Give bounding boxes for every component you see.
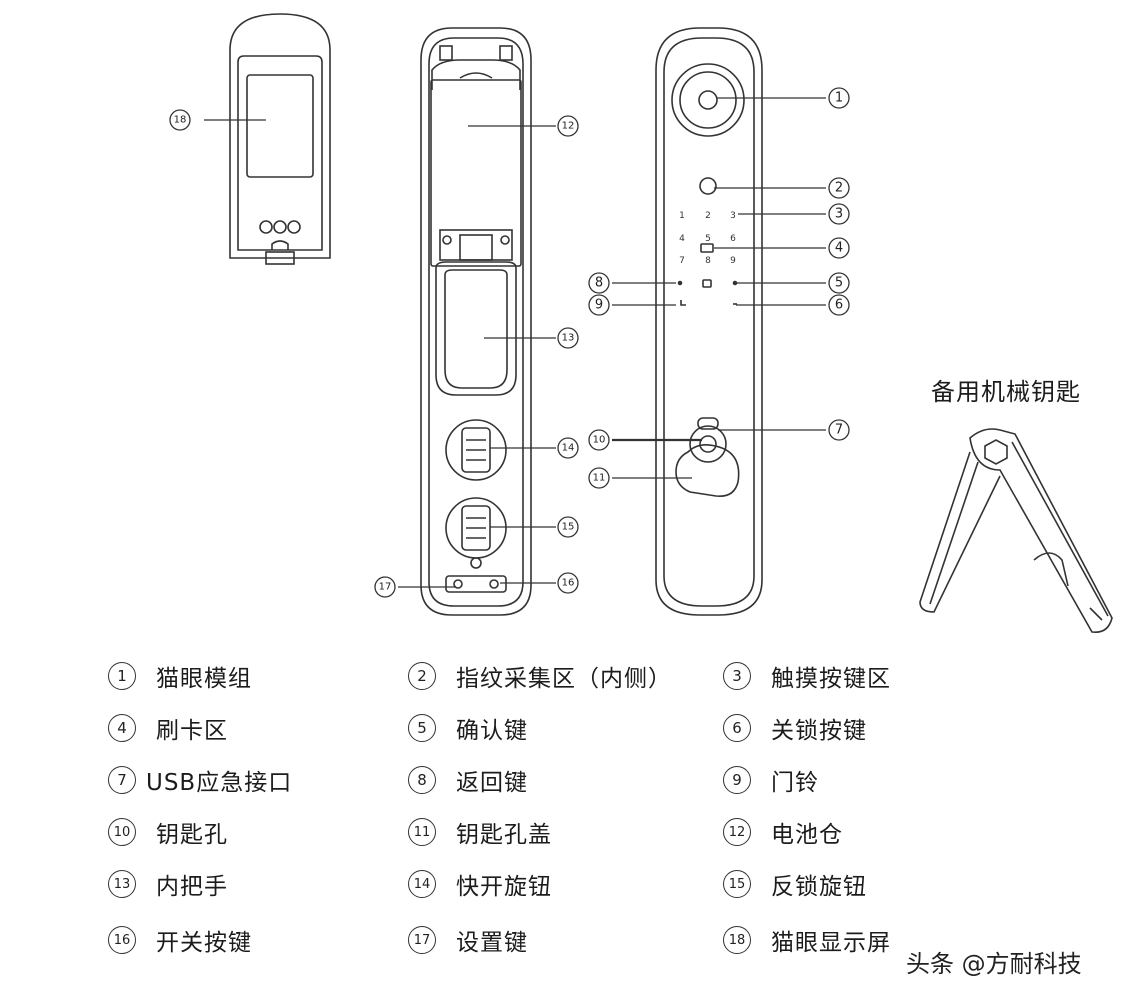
callout-10: 10 [593, 435, 606, 446]
callout-8: 8 [595, 276, 603, 291]
keypad-digit: 5 [705, 234, 711, 244]
legend-number: 8 [408, 766, 436, 794]
callout-11: 11 [593, 473, 606, 484]
keypad-digit: 9 [730, 256, 736, 266]
callout-12: 12 [562, 121, 575, 132]
legend-number: 5 [408, 714, 436, 742]
legend-number: 15 [723, 870, 751, 898]
callout-14: 14 [562, 443, 575, 454]
legend-item: 12 电池仓 [723, 815, 843, 849]
keypad-digit: 2 [705, 211, 711, 221]
legend-number: 7 [108, 766, 136, 794]
callout-16: 16 [562, 578, 575, 589]
callout-2: 2 [835, 181, 843, 196]
keypad-digit: 7 [679, 256, 685, 266]
legend-label: 快开旋钮 [456, 874, 552, 900]
callout-18: 18 [174, 115, 187, 126]
legend-label: 关锁按键 [771, 718, 867, 744]
callout-5: 5 [835, 276, 843, 291]
legend-number: 16 [108, 926, 136, 954]
callout-circles [169, 87, 850, 598]
legend-number: 1 [108, 662, 136, 690]
keypad-digit: 6 [730, 234, 736, 244]
legend-item: 8 返回键 [408, 763, 528, 797]
callout-13: 13 [562, 333, 575, 344]
legend-number: 3 [723, 662, 751, 690]
legend-number: 10 [108, 818, 136, 846]
legend-label: 钥匙孔 [156, 822, 228, 848]
legend-item: 13 内把手 [108, 867, 228, 901]
legend-number: 9 [723, 766, 751, 794]
legend-number: 4 [108, 714, 136, 742]
legend-label: 门铃 [771, 770, 819, 796]
inner-panel [420, 27, 532, 616]
legend: 1 猫眼模组 2 指纹采集区（内侧） 3 触摸按键区 4 刷卡区 5 确认键 6… [0, 655, 1142, 965]
outer-panel [655, 27, 763, 616]
legend-label: 开关按键 [156, 930, 252, 956]
callout-9: 9 [595, 298, 603, 313]
legend-item: 10 钥匙孔 [108, 815, 228, 849]
legend-label: 钥匙孔盖 [456, 822, 552, 848]
legend-number: 2 [408, 662, 436, 690]
legend-item: 14 快开旋钮 [408, 867, 552, 901]
callout-7: 7 [835, 423, 843, 438]
callout-6: 6 [835, 298, 843, 313]
mechanical-key-title: 备用机械钥匙 [931, 378, 1081, 406]
legend-label: 反锁旋钮 [771, 874, 867, 900]
callout-17: 17 [379, 582, 392, 593]
legend-label: 确认键 [456, 718, 528, 744]
lock-diagram: 1 2 3 4 5 6 7 8 9 1 2 3 4 5 6 7 8 9 10 1… [169, 13, 1113, 634]
callout-4: 4 [835, 241, 843, 256]
legend-number: 13 [108, 870, 136, 898]
keypad-digit: 8 [705, 256, 711, 266]
legend-label: 刷卡区 [156, 718, 228, 744]
legend-item: 3 触摸按键区 [723, 659, 891, 693]
legend-item: 4 刷卡区 [108, 711, 228, 745]
legend-item: 16 开关按键 [108, 923, 252, 957]
legend-number: 6 [723, 714, 751, 742]
legend-label: 内把手 [156, 874, 228, 900]
legend-label: 返回键 [456, 770, 528, 796]
legend-number: 18 [723, 926, 751, 954]
legend-number: 17 [408, 926, 436, 954]
leader-lines [204, 97, 826, 588]
callout-1: 1 [835, 91, 843, 106]
keypad-digit: 1 [679, 211, 685, 221]
peephole-display-unit [229, 13, 331, 265]
legend-item: 7 USB应急接口 [108, 763, 292, 797]
legend-item: 9 门铃 [723, 763, 819, 797]
keypad-digit: 3 [730, 211, 736, 221]
watermark: 头条 @方耐科技 [906, 950, 1082, 978]
legend-label: 设置键 [456, 930, 528, 956]
callout-15: 15 [562, 522, 575, 533]
legend-item: 11 钥匙孔盖 [408, 815, 552, 849]
legend-label: 猫眼显示屏 [771, 930, 891, 956]
legend-item: 6 关锁按键 [723, 711, 867, 745]
legend-label: USB应急接口 [146, 770, 293, 796]
legend-label: 触摸按键区 [771, 666, 891, 692]
mechanical-key [919, 428, 1113, 634]
legend-item: 1 猫眼模组 [108, 659, 252, 693]
legend-item: 2 指纹采集区（内侧） [408, 659, 672, 693]
legend-number: 11 [408, 818, 436, 846]
legend-item: 17 设置键 [408, 923, 528, 957]
legend-number: 14 [408, 870, 436, 898]
legend-item: 5 确认键 [408, 711, 528, 745]
keypad-digit: 4 [679, 234, 685, 244]
legend-item: 18 猫眼显示屏 [723, 923, 891, 957]
legend-label: 指纹采集区（内侧） [456, 666, 672, 692]
callout-3: 3 [835, 207, 843, 222]
legend-label: 猫眼模组 [156, 666, 252, 692]
legend-label: 电池仓 [771, 822, 843, 848]
legend-number: 12 [723, 818, 751, 846]
legend-item: 15 反锁旋钮 [723, 867, 867, 901]
